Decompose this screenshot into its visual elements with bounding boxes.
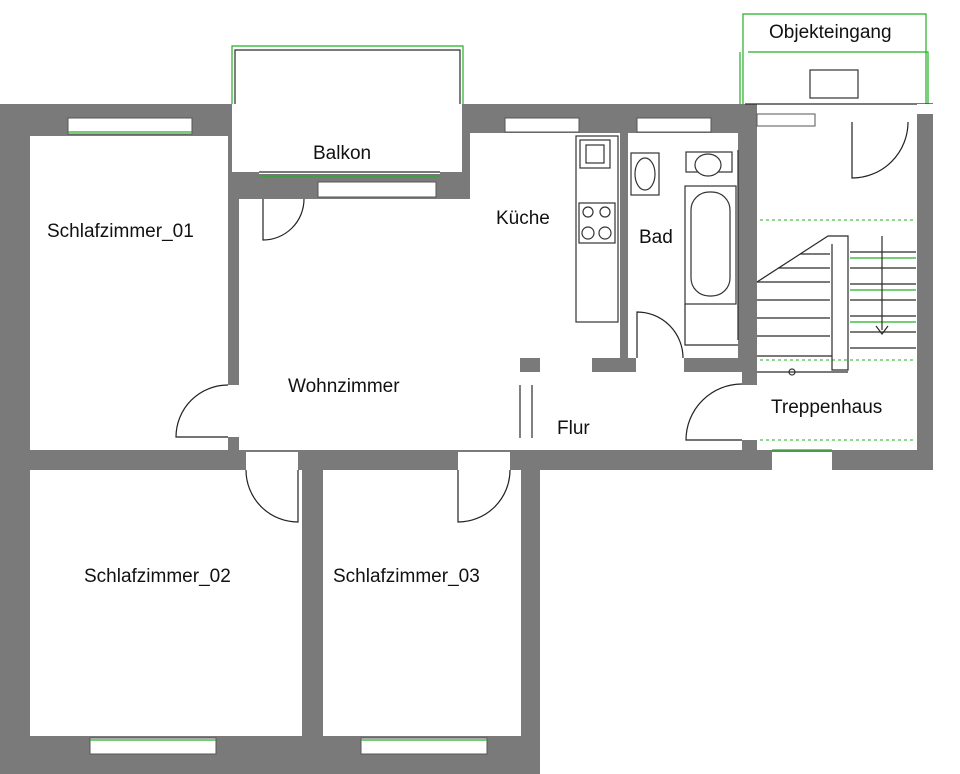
stair-treads	[757, 251, 916, 349]
room-labels: Objekteingang Balkon Küche Bad Schlafzim…	[47, 22, 892, 587]
label-flur: Flur	[557, 418, 590, 439]
label-treppenhaus: Treppenhaus	[771, 397, 882, 418]
bath-fixtures	[630, 150, 739, 346]
windows	[67, 113, 816, 755]
balcony	[231, 45, 464, 177]
label-schlafzimmer-01: Schlafzimmer_01	[47, 221, 194, 242]
stairwell	[739, 13, 933, 470]
label-schlafzimmer-03: Schlafzimmer_03	[333, 566, 480, 587]
label-bad: Bad	[639, 227, 673, 248]
doors	[175, 121, 909, 523]
label-objekteingang: Objekteingang	[769, 22, 892, 43]
label-schlafzimmer-02: Schlafzimmer_02	[84, 566, 231, 587]
label-kueche: Küche	[496, 208, 550, 229]
room-interiors	[30, 48, 917, 736]
label-wohnzimmer: Wohnzimmer	[288, 376, 400, 397]
label-balkon: Balkon	[313, 143, 371, 164]
kitchen-fixtures	[575, 135, 619, 323]
